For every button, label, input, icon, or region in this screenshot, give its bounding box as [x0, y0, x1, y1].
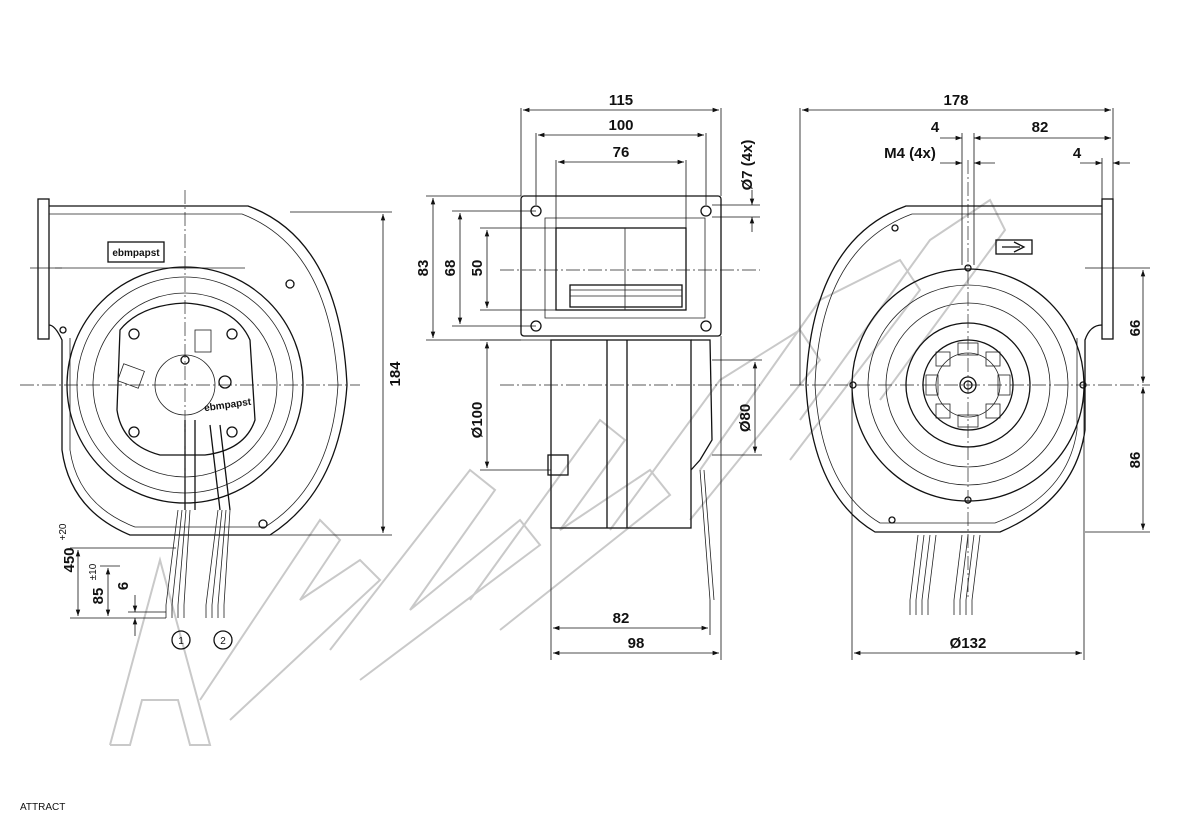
motor-plate	[116, 302, 256, 456]
dim-side-76: 76	[613, 144, 630, 161]
dim-side-dia100: Ø100	[469, 402, 486, 439]
dim-side-hole: Ø7 (4x)	[739, 140, 756, 191]
direction-arrow-plate	[995, 239, 1033, 255]
rear-view: 178 4 82 M4 (4x) 4 66 86 Ø132	[790, 92, 1150, 660]
dim-rear-dia132: Ø132	[950, 635, 987, 652]
dim-rear-86: 86	[1127, 452, 1144, 469]
dim-rear-178: 178	[943, 92, 968, 109]
dim-front-6: 6	[115, 582, 132, 590]
arrow-right-icon	[1002, 241, 1026, 253]
dim-side-100: 100	[608, 117, 633, 134]
brand-plate	[107, 241, 165, 263]
brand-label: ebmpapst	[112, 248, 160, 259]
dim-side-68: 68	[442, 260, 459, 277]
front-housing	[48, 205, 348, 536]
dim-front-85: 85	[90, 588, 107, 605]
callout-1-label: 1	[178, 636, 184, 647]
watermark: ATTRACT	[20, 198, 1007, 813]
dim-rear-82: 82	[1032, 119, 1049, 136]
dim-rear-66: 66	[1127, 320, 1144, 337]
callout-1	[171, 630, 191, 650]
callout-2-label: 2	[220, 636, 226, 647]
side-flange	[520, 195, 722, 337]
dim-rear-4a: 4	[931, 119, 940, 136]
dim-side-50: 50	[469, 260, 486, 277]
side-outlet	[555, 227, 687, 311]
rear-flange	[1101, 198, 1114, 340]
front-view: ebmpapst ebmpapst 1 2 184	[20, 190, 404, 650]
dim-side-82: 82	[613, 610, 630, 627]
front-flange	[37, 198, 50, 340]
rear-housing	[805, 205, 1103, 533]
hub-brand-label: ebmpapst	[203, 397, 252, 415]
watermark-text: ATTRACT	[20, 802, 65, 813]
dim-front-450: 450	[61, 547, 78, 572]
dim-rear-m4: M4 (4x)	[884, 145, 936, 162]
dim-side-115: 115	[609, 92, 633, 109]
dim-rear-4b: 4	[1073, 145, 1082, 162]
side-body	[550, 339, 692, 529]
callout-2	[213, 630, 233, 650]
dim-side-dia80: Ø80	[737, 404, 754, 432]
dim-front-85-tol: ±10	[88, 563, 99, 580]
side-view: 115 100 76 Ø7 (4x) 83 68 50 Ø100	[415, 92, 762, 660]
dim-side-98: 98	[628, 635, 645, 652]
dim-front-450-tol: +20	[58, 523, 69, 540]
dim-front-184: 184	[387, 361, 404, 387]
dim-side-83: 83	[415, 260, 432, 277]
